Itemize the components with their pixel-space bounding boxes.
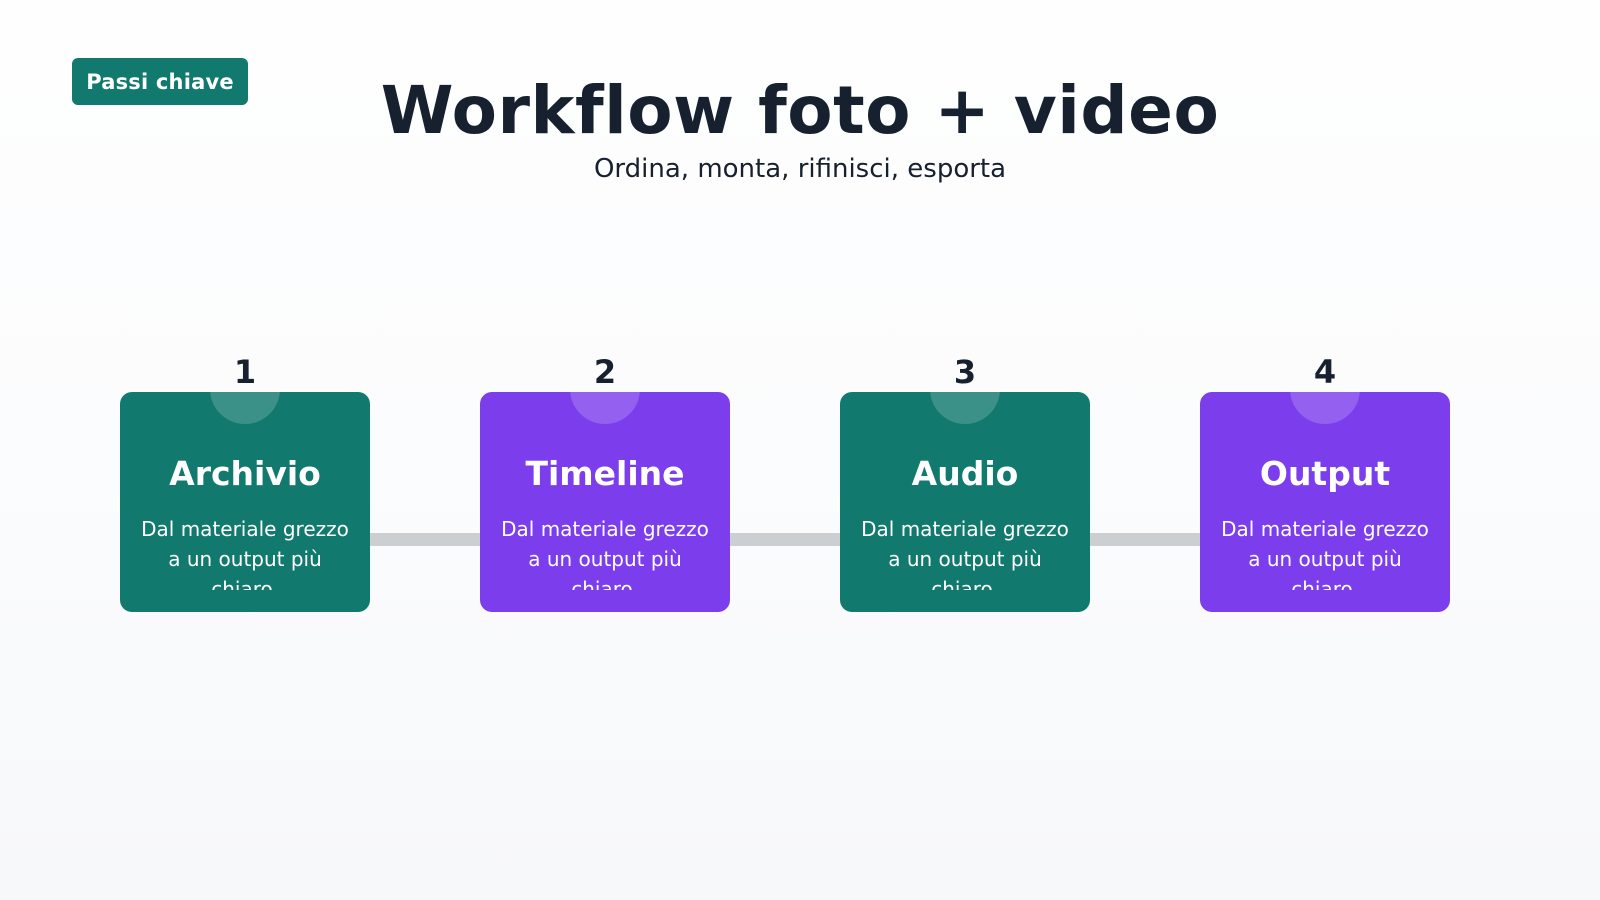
step-number-4: 4 xyxy=(1313,353,1337,391)
step-card-archivio: Archivio Dal materiale grezzo a un outpu… xyxy=(120,392,370,612)
card-notch-decoration xyxy=(930,392,1000,424)
step-number-2: 2 xyxy=(593,353,617,391)
page-title: Workflow foto + video xyxy=(380,72,1220,149)
step-title: Audio xyxy=(911,454,1019,493)
step-description: Dal materiale grezzo a un output più chi… xyxy=(861,517,1069,590)
step-title: Timeline xyxy=(525,454,685,493)
step-card-output: Output Dal materiale grezzo a un output … xyxy=(1200,392,1450,612)
step-title: Archivio xyxy=(169,454,321,493)
step-description: Dal materiale grezzo a un output più chi… xyxy=(501,517,709,590)
step-description: Dal materiale grezzo a un output più chi… xyxy=(1221,517,1429,590)
step-number-1: 1 xyxy=(233,353,257,391)
card-notch-decoration xyxy=(570,392,640,424)
key-steps-badge: Passi chiave xyxy=(72,58,248,105)
step-title: Output xyxy=(1259,454,1391,493)
step-description: Dal materiale grezzo a un output più chi… xyxy=(141,517,349,590)
step-card-audio: Audio Dal materiale grezzo a un output p… xyxy=(840,392,1090,612)
card-notch-decoration xyxy=(210,392,280,424)
card-notch-decoration xyxy=(1290,392,1360,424)
step-number-3: 3 xyxy=(953,353,977,391)
step-card-timeline: Timeline Dal materiale grezzo a un outpu… xyxy=(480,392,730,612)
page-subtitle: Ordina, monta, rifinisci, esporta xyxy=(593,154,1007,184)
